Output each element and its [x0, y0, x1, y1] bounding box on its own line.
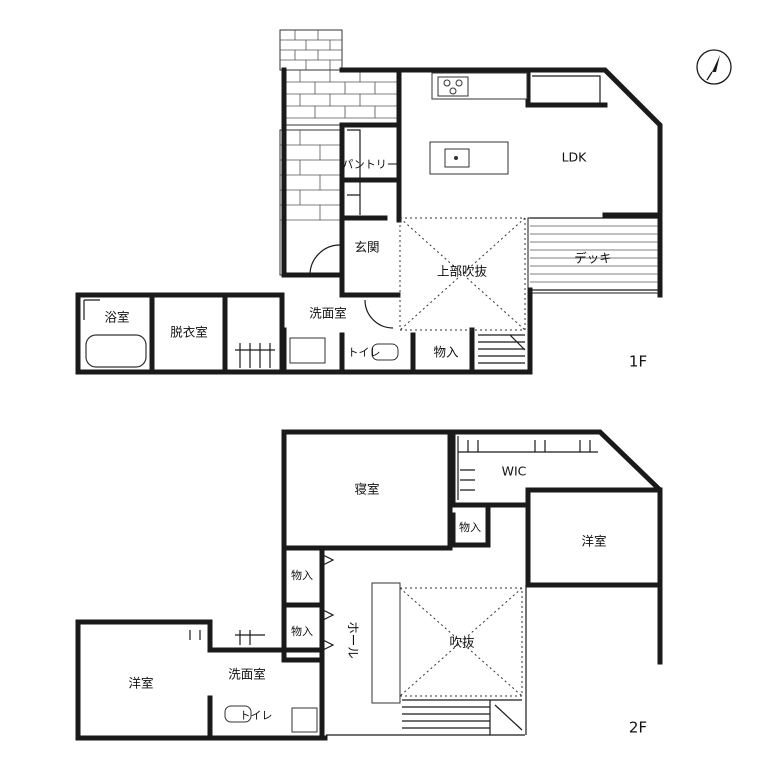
floor-label-2f: 2F [629, 719, 647, 737]
room-western-right: 洋室 [581, 534, 606, 549]
room-bath: 浴室 [104, 310, 129, 325]
upper-void-area [399, 217, 526, 331]
washbasin-icon [291, 707, 318, 733]
room-toilet-1f: トイレ [348, 346, 381, 359]
deck-area [527, 217, 661, 294]
room-entrance: 玄関 [354, 240, 379, 255]
wall-1f-lower [75, 292, 533, 375]
floor-2f: 寝室 WIC 物入 洋室 物入 物入 ホール 吹抜 洋室 洗面室 トイレ 2F [75, 429, 663, 741]
wall-2f-main [281, 429, 663, 665]
room-deck: デッキ [574, 251, 612, 266]
room-bedroom: 寝室 [354, 482, 379, 497]
room-storage-2f-b: 物入 [291, 568, 313, 582]
room-wic: WIC [502, 464, 527, 479]
room-hall: ホール [346, 621, 361, 659]
room-void: 吹抜 [449, 635, 475, 650]
kitchen-counter [429, 72, 601, 175]
room-western-left: 洋室 [128, 676, 153, 691]
wall-2f-lower [75, 619, 328, 741]
room-storage-1f: 物入 [433, 345, 459, 360]
floor-label-1f: 1F [629, 353, 647, 371]
toilet-icon [371, 343, 399, 361]
washbasin-icon [289, 337, 326, 364]
room-storage-2f-a: 物入 [459, 520, 481, 534]
room-washroom-2f: 洗面室 [228, 667, 266, 682]
bathtub-icon [85, 334, 147, 368]
room-dressing: 脱衣室 [170, 325, 208, 340]
room-ldk: LDK [562, 150, 588, 165]
north-arrow-icon [696, 49, 732, 85]
stairs-2f [402, 699, 523, 735]
void-area [371, 582, 523, 704]
room-washroom-1f: 洗面室 [309, 306, 347, 321]
stairs-1f [478, 334, 526, 364]
room-toilet-2f: トイレ [240, 709, 273, 722]
room-pantry: パントリー [342, 158, 398, 171]
toilet-icon [224, 705, 252, 723]
floor-1f: LDK パントリー 玄関 上部吹抜 デッキ 浴室 脱衣室 洗面室 トイレ 物入 … [75, 29, 663, 375]
room-upper-void: 上部吹抜 [437, 264, 488, 279]
room-storage-2f-c: 物入 [291, 624, 313, 638]
